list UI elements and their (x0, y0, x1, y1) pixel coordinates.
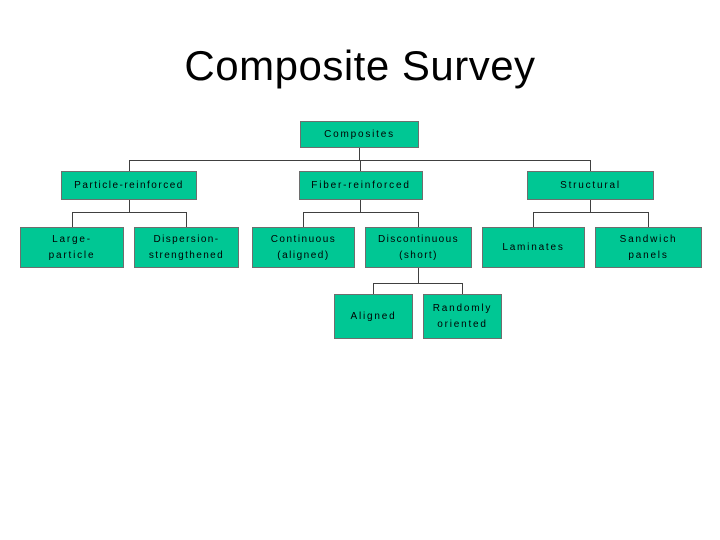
node-dispersion-strengthened: Dispersion- strengthened (134, 227, 239, 268)
connector-line (590, 199, 591, 213)
connector-line (648, 212, 649, 228)
node-discontinuous-short: Discontinuous (short) (365, 227, 472, 268)
node-label-line: Dispersion- (153, 233, 220, 245)
node-label-line: Laminates (502, 241, 565, 253)
node-label-line: Discontinuous (377, 233, 459, 245)
node-label-line: Composites (324, 128, 395, 140)
connector-line (72, 212, 187, 213)
connector-line (373, 283, 374, 295)
node-label-line: (short) (399, 249, 438, 261)
node-label-line: Aligned (350, 310, 397, 322)
node-large-particle: Large- particle (20, 227, 124, 268)
connector-line (462, 283, 463, 295)
node-fiber-reinforced: Fiber-reinforced (299, 171, 423, 200)
connector-line (72, 212, 73, 228)
node-label-line: strengthened (148, 249, 225, 261)
node-aligned: Aligned (334, 294, 413, 339)
connector-line (129, 160, 130, 172)
connector-line (533, 212, 534, 228)
connector-line (186, 212, 187, 228)
node-label-line: panels (628, 249, 669, 261)
slide-title: Composite Survey (184, 42, 536, 89)
node-label-line: Particle-reinforced (74, 179, 184, 191)
connector-line (418, 212, 419, 228)
connector-line (418, 267, 419, 284)
node-sandwich-panels: Sandwich panels (595, 227, 702, 268)
node-continuous-aligned: Continuous (aligned) (252, 227, 355, 268)
connector-line (360, 199, 361, 213)
node-composites: Composites (300, 121, 419, 148)
node-label-line: Large- (52, 233, 92, 245)
node-label-line: particle (48, 249, 96, 261)
node-laminates: Laminates (482, 227, 585, 268)
connector-line (359, 147, 360, 161)
node-label-line: Structural (560, 179, 621, 191)
connector-line (360, 160, 361, 172)
connector-line (303, 212, 419, 213)
node-label-line: (aligned) (277, 249, 330, 261)
node-label-line: Sandwich (619, 233, 678, 245)
node-label-line: Continuous (270, 233, 337, 245)
node-label-line: Fiber-reinforced (311, 179, 411, 191)
node-label-line: Randomly (432, 302, 493, 314)
connector-line (303, 212, 304, 228)
connector-line (129, 199, 130, 213)
node-structural: Structural (527, 171, 654, 200)
node-label-line: oriented (437, 318, 488, 330)
connector-line (373, 283, 463, 284)
connector-line (590, 160, 591, 172)
node-randomly-oriented: Randomly oriented (423, 294, 502, 339)
node-particle-reinforced: Particle-reinforced (61, 171, 197, 200)
connector-line (533, 212, 648, 213)
